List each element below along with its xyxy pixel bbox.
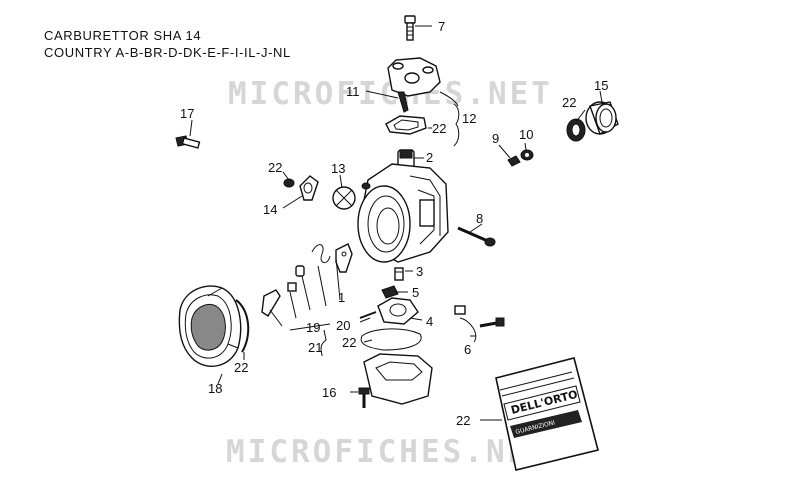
part-14-lever xyxy=(299,175,319,201)
part-22-clip xyxy=(235,299,250,353)
part-3-jet xyxy=(394,267,404,281)
part-17-screw xyxy=(175,135,201,149)
watermark-top: MICROFICHES.NET xyxy=(228,76,553,112)
callout-13: 13 xyxy=(331,161,345,176)
part-16-screw xyxy=(358,387,370,408)
part-8-screw xyxy=(457,226,496,247)
callout-labels: 7 11 12 22 2 22 15 9 10 17 22 13 14 8 3 … xyxy=(180,19,608,428)
callout-15: 15 xyxy=(594,78,608,93)
part-22-ring xyxy=(566,118,586,142)
gasket-kit-package: DELL'ORTO GUARNIZIONI xyxy=(495,357,599,471)
part-15-filter-sleeve xyxy=(585,101,619,136)
callout-17: 17 xyxy=(180,106,194,121)
callout-14: 14 xyxy=(263,202,277,217)
callout-1: 1 xyxy=(338,290,345,305)
callout-22-float: 22 xyxy=(342,335,356,350)
watermark-bottom: MICROFICHES.NET xyxy=(226,434,551,470)
carburettor-body xyxy=(357,163,449,263)
callout-21: 21 xyxy=(308,340,322,355)
part-5-needle xyxy=(381,285,399,299)
part-18-air-filter xyxy=(178,285,242,367)
part-13-disc xyxy=(332,186,356,210)
callout-12: 12 xyxy=(462,111,476,126)
part-7-screw xyxy=(404,15,416,41)
callout-18: 18 xyxy=(208,381,222,396)
part-9-nut xyxy=(507,155,521,167)
callout-4: 4 xyxy=(426,314,433,329)
part-22-float-gasket xyxy=(360,328,422,351)
callout-10: 10 xyxy=(519,127,533,142)
callout-7: 7 xyxy=(438,19,445,34)
part-4-float xyxy=(377,297,419,325)
callout-9: 9 xyxy=(492,131,499,146)
callout-16: 16 xyxy=(322,385,336,400)
part-20-pin xyxy=(359,311,377,319)
callout-11: 11 xyxy=(346,84,360,99)
callout-8: 8 xyxy=(476,211,483,226)
callout-20: 20 xyxy=(336,318,350,333)
callout-22-clip: 22 xyxy=(234,360,248,375)
callout-6: 6 xyxy=(464,342,471,357)
callout-5: 5 xyxy=(412,285,419,300)
callout-22-kit: 22 xyxy=(456,413,470,428)
callout-22-nut: 22 xyxy=(268,160,282,175)
callout-22-ring: 22 xyxy=(562,95,576,110)
float-bowl xyxy=(363,353,433,405)
part-11-top-cover xyxy=(387,57,459,113)
part-22-nut-left xyxy=(283,178,295,188)
part-19-screws xyxy=(261,265,305,317)
diagram-title: CARBURETTOR SHA 14 xyxy=(44,28,202,43)
callout-2: 2 xyxy=(426,150,433,165)
callout-3: 3 xyxy=(416,264,423,279)
callout-19: 19 xyxy=(306,320,320,335)
part-6-screws xyxy=(454,305,505,328)
callout-22-gasket: 22 xyxy=(432,121,446,136)
country-list: COUNTRY A-B-BR-D-DK-E-F-I-IL-J-NL xyxy=(44,45,291,60)
part-10-washer xyxy=(520,149,534,161)
leader-lines xyxy=(189,25,603,421)
part-22-cover-gasket xyxy=(385,115,427,135)
